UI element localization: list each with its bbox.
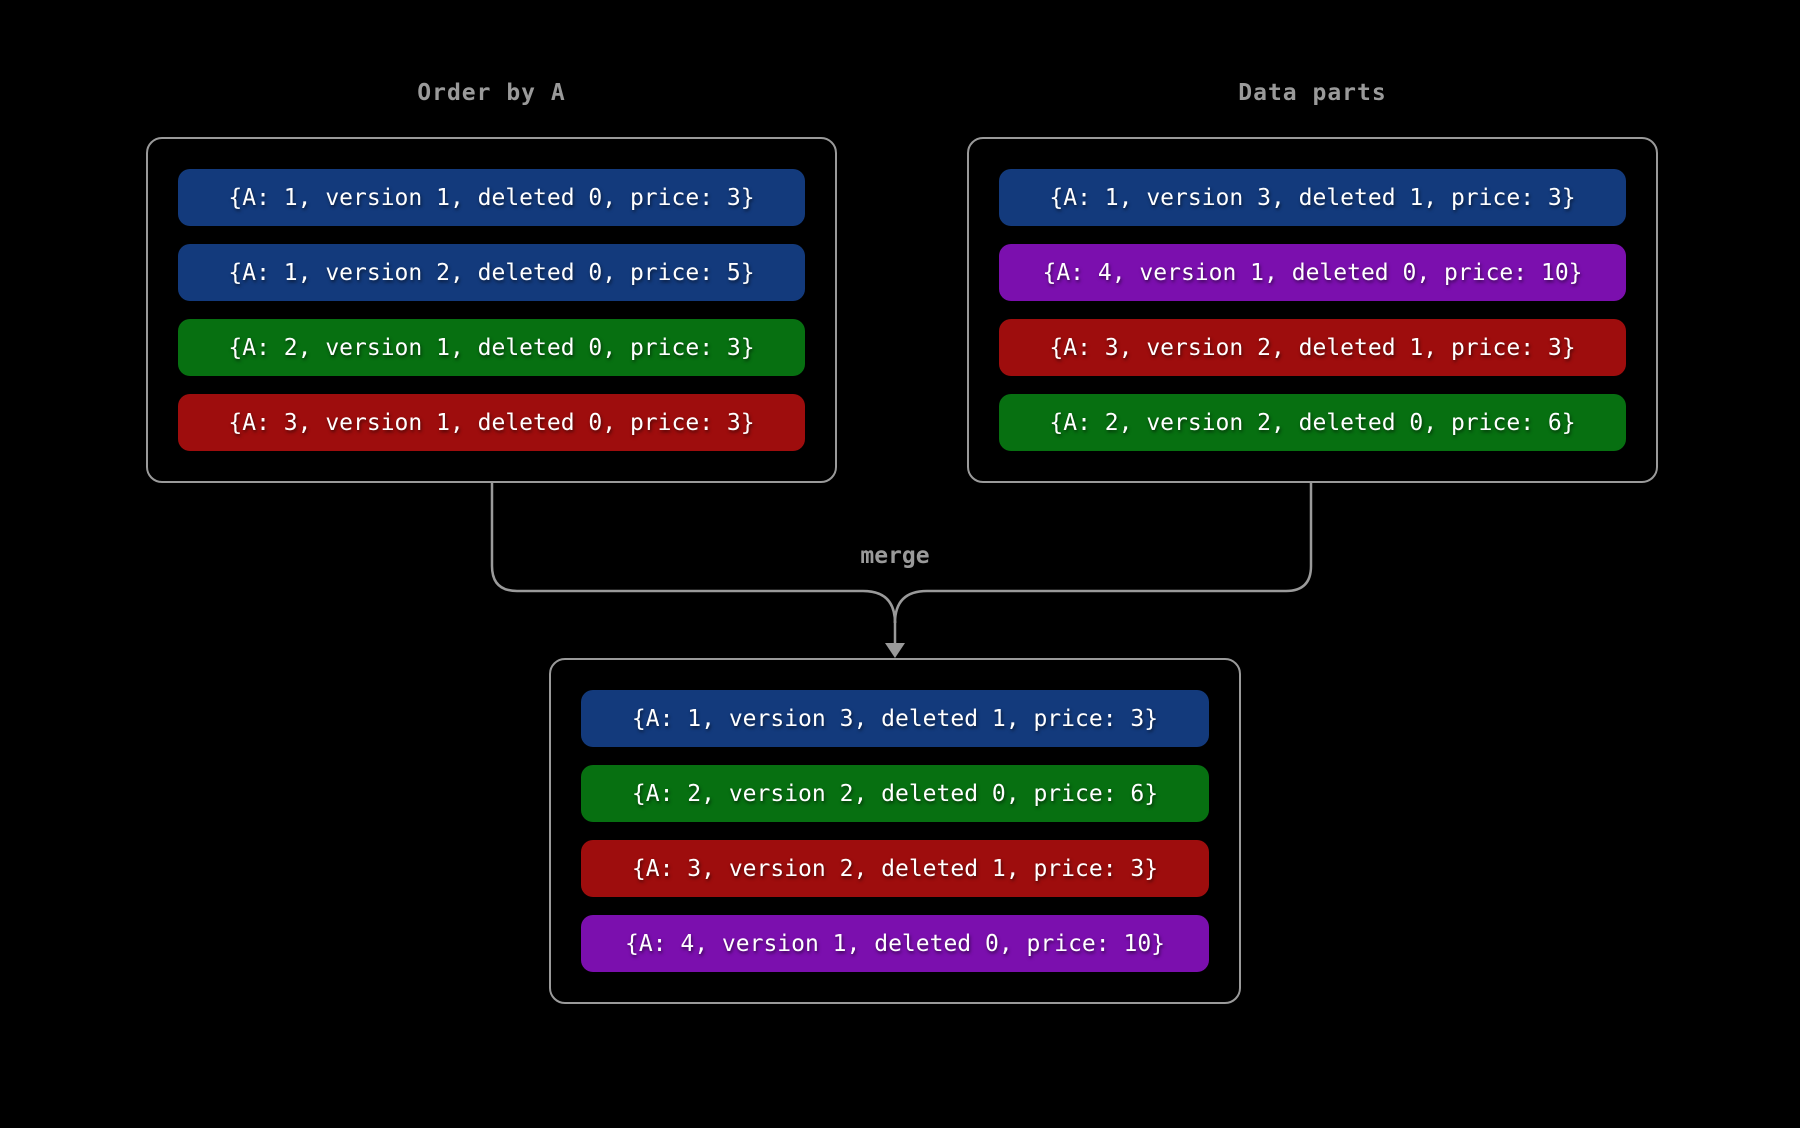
record-row: {A: 1, version 1, deleted 0, price: 3} <box>178 169 805 226</box>
record-row: {A: 2, version 2, deleted 0, price: 6} <box>581 765 1209 822</box>
merge-label: merge <box>860 543 930 569</box>
record-row: {A: 3, version 1, deleted 0, price: 3} <box>178 394 805 451</box>
record-row: {A: 4, version 1, deleted 0, price: 10} <box>581 915 1209 972</box>
merged-result-box: {A: 1, version 3, deleted 1, price: 3} {… <box>549 658 1241 1004</box>
record-row: {A: 1, version 3, deleted 1, price: 3} <box>581 690 1209 747</box>
data-parts-title: Data parts <box>1238 80 1387 106</box>
data-parts-box: {A: 1, version 3, deleted 1, price: 3} {… <box>967 137 1658 483</box>
record-row: {A: 1, version 3, deleted 1, price: 3} <box>999 169 1626 226</box>
record-row: {A: 2, version 2, deleted 0, price: 6} <box>999 394 1626 451</box>
record-row: {A: 3, version 2, deleted 1, price: 3} <box>999 319 1626 376</box>
order-by-a-title: Order by A <box>417 80 566 106</box>
order-by-a-box: {A: 1, version 1, deleted 0, price: 3} {… <box>146 137 837 483</box>
record-row: {A: 4, version 1, deleted 0, price: 10} <box>999 244 1626 301</box>
record-row: {A: 2, version 1, deleted 0, price: 3} <box>178 319 805 376</box>
record-row: {A: 1, version 2, deleted 0, price: 5} <box>178 244 805 301</box>
record-row: {A: 3, version 2, deleted 1, price: 3} <box>581 840 1209 897</box>
arrow-down-icon <box>885 643 905 658</box>
